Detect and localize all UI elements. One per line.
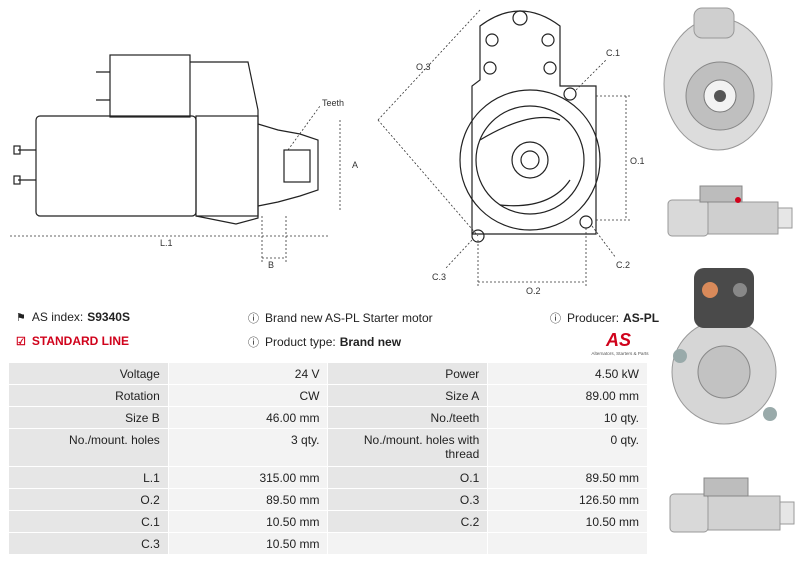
spec-value: 10 qty. (487, 406, 648, 429)
spec-value: 89.00 mm (487, 384, 648, 407)
spec-key: Size A (327, 384, 489, 407)
spec-key: C.3 (8, 532, 169, 555)
description-text: Brand new AS-PL Starter motor (265, 311, 433, 325)
standard-line-label: STANDARD LINE (31, 334, 129, 348)
spec-value: CW (167, 384, 329, 407)
spec-key: No./mount. holes with thread (327, 428, 489, 467)
label-a: A (352, 160, 358, 170)
producer: ⓘ Producer: AS-PL (550, 310, 659, 326)
tag-icon: ⚑ (16, 311, 26, 324)
spec-key: Rotation (8, 384, 169, 407)
photo-front-view (663, 7, 773, 151)
label-o3: O.3 (416, 62, 431, 72)
checkbox-icon: ☑ (16, 335, 26, 348)
photo-side-view-small (667, 185, 793, 237)
spec-value: 10.50 mm (487, 510, 648, 533)
product-type: ⓘ Product type: Brand new (248, 334, 401, 350)
svg-text:Alternators, Starters & Parts: Alternators, Starters & Parts (591, 351, 649, 356)
info-icon: ⓘ (550, 313, 561, 325)
spec-value: 89.50 mm (487, 466, 648, 489)
spec-key: No./teeth (327, 406, 489, 429)
label-teeth: Teeth (322, 98, 344, 108)
spec-key: L.1 (8, 466, 169, 489)
spec-value: 0 qty. (487, 428, 648, 467)
producer-value: AS-PL (623, 311, 660, 325)
producer-label: Producer: (567, 311, 620, 325)
product-type-label: Product type: (265, 335, 336, 349)
label-c1: C.1 (606, 48, 620, 58)
product-type-value: Brand new (339, 335, 402, 349)
spec-key: O.1 (327, 466, 489, 489)
spec-key: Voltage (8, 362, 169, 385)
spec-value: 10.50 mm (167, 510, 329, 533)
spec-value: 315.00 mm (167, 466, 329, 489)
photo-side-view-bottom (669, 477, 795, 533)
spec-key: Size B (8, 406, 169, 429)
spec-value: 3 qty. (167, 428, 329, 467)
technical-drawing: Teeth A B L.1 O.1 O.2 O.3 C.1 C.2 C.3 (10, 9, 645, 296)
label-c3: C.3 (432, 272, 446, 282)
spec-key: C.2 (327, 510, 489, 533)
spec-key (327, 532, 489, 555)
spec-value: 10.50 mm (167, 532, 329, 555)
spec-value: 126.50 mm (487, 488, 648, 511)
as-index-label: AS index: (31, 310, 84, 324)
spec-value: 4.50 kW (487, 362, 648, 385)
spec-key: C.1 (8, 510, 169, 533)
as-index-value: S9340S (87, 310, 130, 324)
product-info: ⚑ AS index: S9340S ☑ STANDARD LINE ⓘ Bra… (12, 306, 659, 356)
label-b: B (268, 260, 274, 270)
spec-key: O.2 (8, 488, 169, 511)
label-o1: O.1 (630, 156, 645, 166)
label-o2: O.2 (526, 286, 541, 296)
spec-key: Power (327, 362, 489, 385)
standard-line: ☑ STANDARD LINE (16, 334, 129, 348)
as-pl-logo: AS Alternators, Starters & Parts (591, 330, 649, 356)
as-index: ⚑ AS index: S9340S (16, 310, 130, 324)
label-l1: L.1 (160, 238, 173, 248)
spec-value: 46.00 mm (167, 406, 329, 429)
svg-text:AS: AS (605, 330, 631, 350)
spec-value (487, 532, 648, 555)
spec-key: O.3 (327, 488, 489, 511)
spec-value: 89.50 mm (167, 488, 329, 511)
description: ⓘ Brand new AS-PL Starter motor (248, 310, 433, 326)
info-icon: ⓘ (248, 337, 259, 349)
spec-key: No./mount. holes (8, 428, 169, 467)
product-photos (663, 7, 795, 533)
photo-rear-view (671, 268, 777, 425)
spec-value: 24 V (167, 362, 329, 385)
label-c2: C.2 (616, 260, 630, 270)
info-icon: ⓘ (248, 313, 259, 325)
